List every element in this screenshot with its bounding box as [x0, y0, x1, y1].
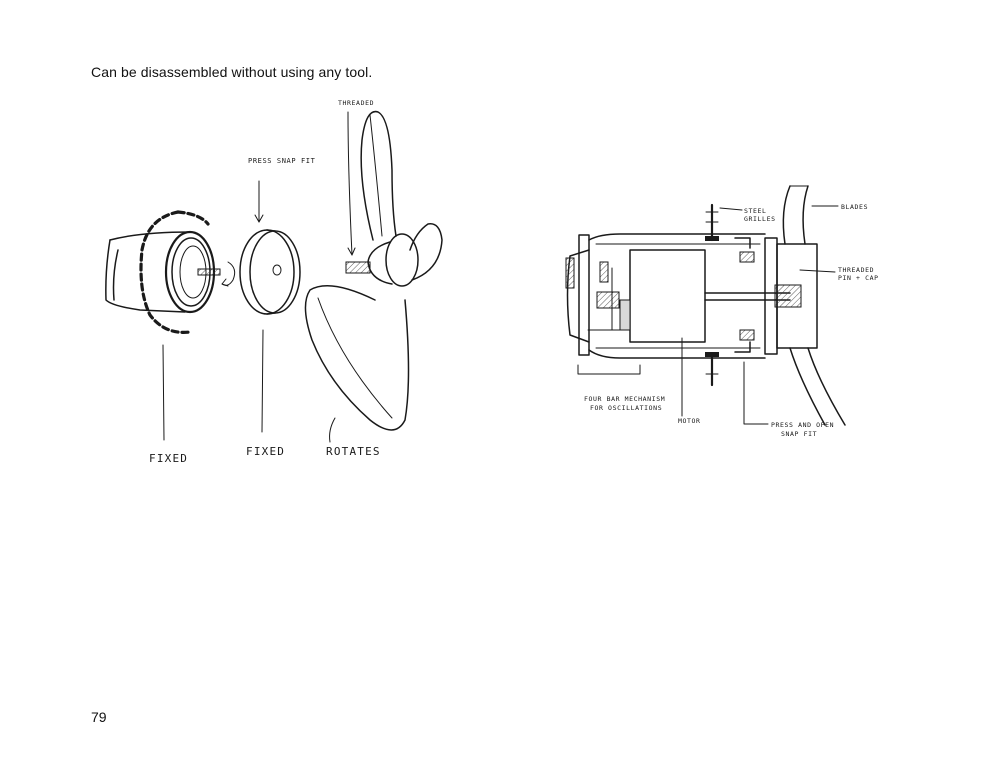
- label-press-snap-fit: PRESS SNAP FIT: [248, 157, 316, 165]
- exploded-view-diagram: THREADED PRESS SNAP FIT FIXED FIXED ROTA…: [105, 99, 443, 465]
- section-view-diagram: STEEL GRILLES BLADES THREADED PIN + CAP …: [565, 185, 879, 438]
- label-threaded-pin-1: THREADED: [838, 266, 874, 274]
- label-steel-grilles-1: STEEL: [744, 207, 767, 215]
- page-number: 79: [91, 709, 107, 725]
- exploded-leader-lines: [162, 111, 356, 443]
- label-threaded-pin-2: PIN + CAP: [838, 274, 879, 282]
- label-threaded: THREADED: [338, 99, 374, 107]
- motor-housing-part: [105, 210, 236, 334]
- label-four-bar-2: FOR OSCILLATIONS: [590, 404, 662, 412]
- label-steel-grilles-2: GRILLES: [744, 215, 776, 223]
- label-four-bar-1: FOUR BAR MECHANISM: [584, 395, 665, 403]
- label-fixed-housing: FIXED: [149, 452, 188, 465]
- label-blades: BLADES: [841, 203, 868, 211]
- label-rotates: ROTATES: [326, 445, 381, 458]
- caption: Can be disassembled without using any to…: [91, 64, 373, 80]
- snap-fit-disc-part: [239, 229, 301, 315]
- label-fixed-disc: FIXED: [246, 445, 285, 458]
- propeller-part: [304, 110, 443, 431]
- label-press-open-1: PRESS AND OPEN: [771, 421, 834, 429]
- label-press-open-2: SNAP FIT: [781, 430, 817, 438]
- label-motor: MOTOR: [678, 417, 701, 425]
